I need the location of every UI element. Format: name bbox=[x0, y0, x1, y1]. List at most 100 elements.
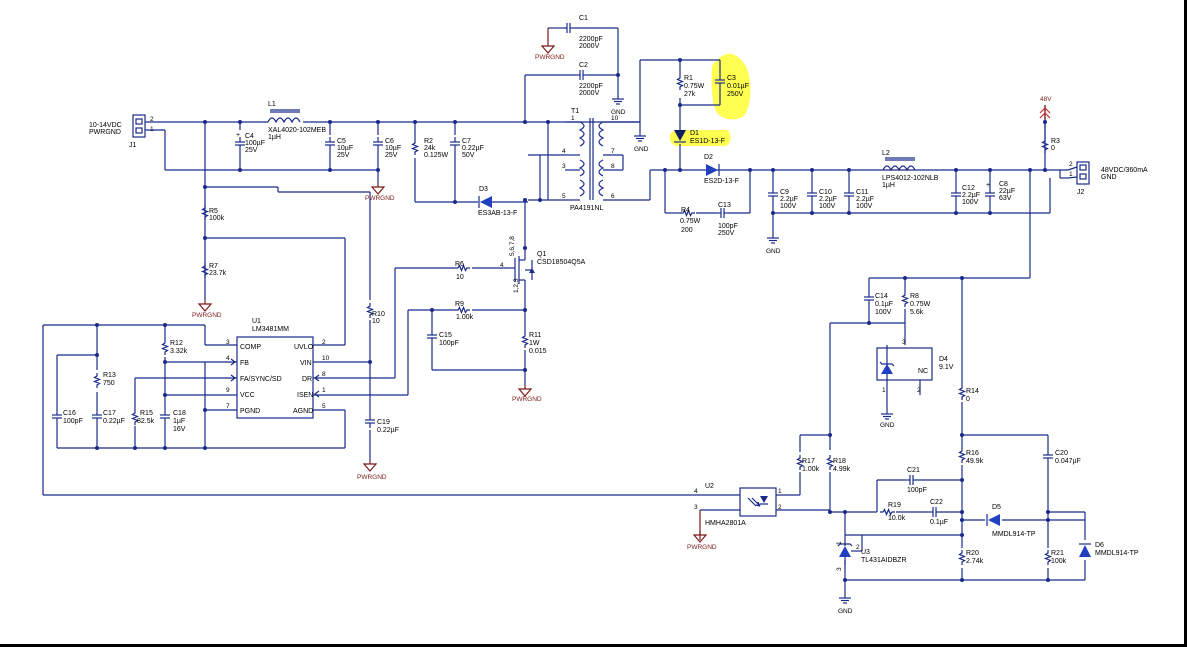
cap-c20: C20 0.047µF bbox=[1042, 449, 1081, 465]
power-48v: 48V bbox=[1039, 96, 1052, 122]
svg-text:COMP: COMP bbox=[240, 344, 261, 351]
svg-text:LPS4012-102NLB: LPS4012-102NLB bbox=[882, 175, 939, 182]
svg-text:MMDL914-TP: MMDL914-TP bbox=[992, 531, 1036, 538]
svg-text:C22: C22 bbox=[930, 499, 943, 506]
svg-text:R9: R9 bbox=[455, 301, 464, 308]
svg-text:C3: C3 bbox=[727, 75, 736, 82]
svg-text:R7: R7 bbox=[209, 263, 218, 270]
svg-text:ES1D-13-F: ES1D-13-F bbox=[690, 138, 725, 145]
svg-text:10µF: 10µF bbox=[385, 145, 401, 152]
svg-text:C16: C16 bbox=[63, 410, 76, 417]
l1-part: XAL4020-102MEB bbox=[268, 127, 326, 134]
svg-text:C17: C17 bbox=[103, 410, 116, 417]
svg-text:ES3AB-13-F: ES3AB-13-F bbox=[478, 210, 517, 217]
pwrgnd-c6: PWRGND bbox=[365, 182, 395, 202]
svg-text:D1: D1 bbox=[690, 130, 699, 137]
diode-d3: D3 ES3AB-13-F bbox=[478, 186, 517, 217]
svg-text:1,2,3: 1,2,3 bbox=[513, 278, 520, 293]
svg-text:1.00k: 1.00k bbox=[802, 466, 820, 473]
svg-text:C8: C8 bbox=[999, 181, 1008, 188]
cap-c21: C21 100pF bbox=[904, 467, 927, 494]
svg-text:8: 8 bbox=[611, 163, 615, 170]
svg-text:R5: R5 bbox=[209, 208, 218, 215]
resistor-r2: R2 24k 0.125W bbox=[411, 138, 449, 159]
svg-text:R2: R2 bbox=[424, 138, 433, 145]
power-48v-label: 48V bbox=[1040, 96, 1052, 103]
resistor-r6: R6 10 bbox=[454, 261, 471, 281]
cap-c12: C12 2.2µF 100V bbox=[950, 185, 980, 206]
inductor-l1: L1 XAL4020-102MEB 1µH bbox=[267, 101, 326, 141]
resistor-r21: R21 100k bbox=[1044, 549, 1067, 566]
resistor-r4: R4 0.75W 200 bbox=[679, 207, 701, 234]
svg-text:2.2µF: 2.2µF bbox=[962, 192, 980, 199]
resistor-r7: R7 23.7k bbox=[201, 262, 227, 279]
resistor-r5: R5 100k bbox=[201, 204, 225, 222]
svg-text:3: 3 bbox=[694, 504, 698, 511]
cap-c16: C16 100pF bbox=[51, 409, 83, 425]
svg-text:2: 2 bbox=[1069, 161, 1073, 168]
resistor-r3: R3 0 bbox=[1041, 137, 1060, 154]
svg-text:C2: C2 bbox=[579, 62, 588, 69]
cap-c22: C22 0.1µF bbox=[927, 499, 948, 526]
svg-text:27k: 27k bbox=[684, 91, 696, 98]
svg-text:2.2µF: 2.2µF bbox=[856, 196, 874, 203]
wires-secondary bbox=[639, 59, 1068, 279]
svg-text:100k: 100k bbox=[209, 215, 225, 222]
t1-part: PA4191NL bbox=[570, 205, 603, 212]
svg-text:C6: C6 bbox=[385, 138, 394, 145]
cap-c7: C7 0.22µF 50V bbox=[449, 136, 484, 159]
cap-c5: C5 10µF 25V bbox=[324, 136, 353, 159]
svg-text:1: 1 bbox=[322, 387, 326, 394]
pin-arrows bbox=[230, 358, 320, 398]
svg-text:1: 1 bbox=[571, 115, 575, 122]
resistor-r1: R1 0.75W 27k bbox=[676, 74, 705, 98]
svg-text:3.32k: 3.32k bbox=[170, 348, 188, 355]
svg-text:10: 10 bbox=[372, 318, 380, 325]
l1-value: 1µH bbox=[268, 134, 281, 141]
svg-text:D5: D5 bbox=[992, 504, 1001, 511]
cap-c14: C14 0.1µF 100V bbox=[863, 291, 893, 316]
resistor-r16: R16 49.9k bbox=[958, 447, 984, 465]
svg-text:D4: D4 bbox=[939, 356, 948, 363]
svg-text:7: 7 bbox=[611, 148, 615, 155]
cap-c8: + C8 22µF 63V bbox=[984, 181, 1015, 202]
svg-text:R12: R12 bbox=[170, 340, 183, 347]
svg-text:C9: C9 bbox=[780, 189, 789, 196]
svg-text:9.1V: 9.1V bbox=[939, 364, 954, 371]
svg-text:C15: C15 bbox=[439, 332, 452, 339]
svg-text:2: 2 bbox=[856, 544, 860, 551]
svg-text:10: 10 bbox=[456, 274, 464, 281]
svg-text:8: 8 bbox=[322, 371, 326, 378]
svg-text:MMDL914-TP: MMDL914-TP bbox=[1095, 550, 1139, 557]
svg-text:16V: 16V bbox=[173, 426, 186, 433]
gnd-output: GND bbox=[766, 231, 781, 255]
transformer-t1: 1 10 4 7 3 8 5 6 PA4191NL T1 bbox=[562, 108, 650, 212]
svg-text:2.74k: 2.74k bbox=[966, 558, 984, 565]
svg-text:1µH: 1µH bbox=[882, 182, 895, 189]
svg-text:5,6,7,8: 5,6,7,8 bbox=[509, 236, 516, 256]
svg-text:C7: C7 bbox=[462, 138, 471, 145]
gnd-d4: GND bbox=[880, 407, 895, 429]
cap-c15: C15 100pF bbox=[426, 329, 459, 347]
pwrgnd-c19: PWRGND bbox=[357, 459, 387, 481]
svg-text:C21: C21 bbox=[907, 467, 920, 474]
svg-text:1: 1 bbox=[836, 541, 843, 545]
svg-text:7: 7 bbox=[226, 403, 230, 410]
svg-text:R1: R1 bbox=[684, 75, 693, 82]
diode-d2: D2 ES2D-13-F bbox=[704, 154, 739, 185]
svg-text:C11: C11 bbox=[856, 189, 868, 196]
svg-text:100pF: 100pF bbox=[718, 223, 738, 230]
connector-j2: 2 1 48VDC/360mA GND J2 bbox=[1067, 161, 1148, 196]
svg-text:0.75W: 0.75W bbox=[684, 83, 705, 90]
svg-text:250V: 250V bbox=[727, 91, 744, 98]
svg-text:1.00k: 1.00k bbox=[456, 314, 474, 321]
svg-text:25V: 25V bbox=[337, 152, 350, 159]
svg-text:R11: R11 bbox=[529, 332, 541, 339]
svg-text:9: 9 bbox=[226, 387, 230, 394]
svg-text:0.75W: 0.75W bbox=[910, 301, 931, 308]
svg-text:1µF: 1µF bbox=[173, 418, 185, 425]
svg-text:3: 3 bbox=[562, 163, 566, 170]
svg-text:0.22µF: 0.22µF bbox=[462, 145, 484, 152]
svg-text:D6: D6 bbox=[1095, 542, 1104, 549]
svg-text:0.22µF: 0.22µF bbox=[103, 418, 125, 425]
